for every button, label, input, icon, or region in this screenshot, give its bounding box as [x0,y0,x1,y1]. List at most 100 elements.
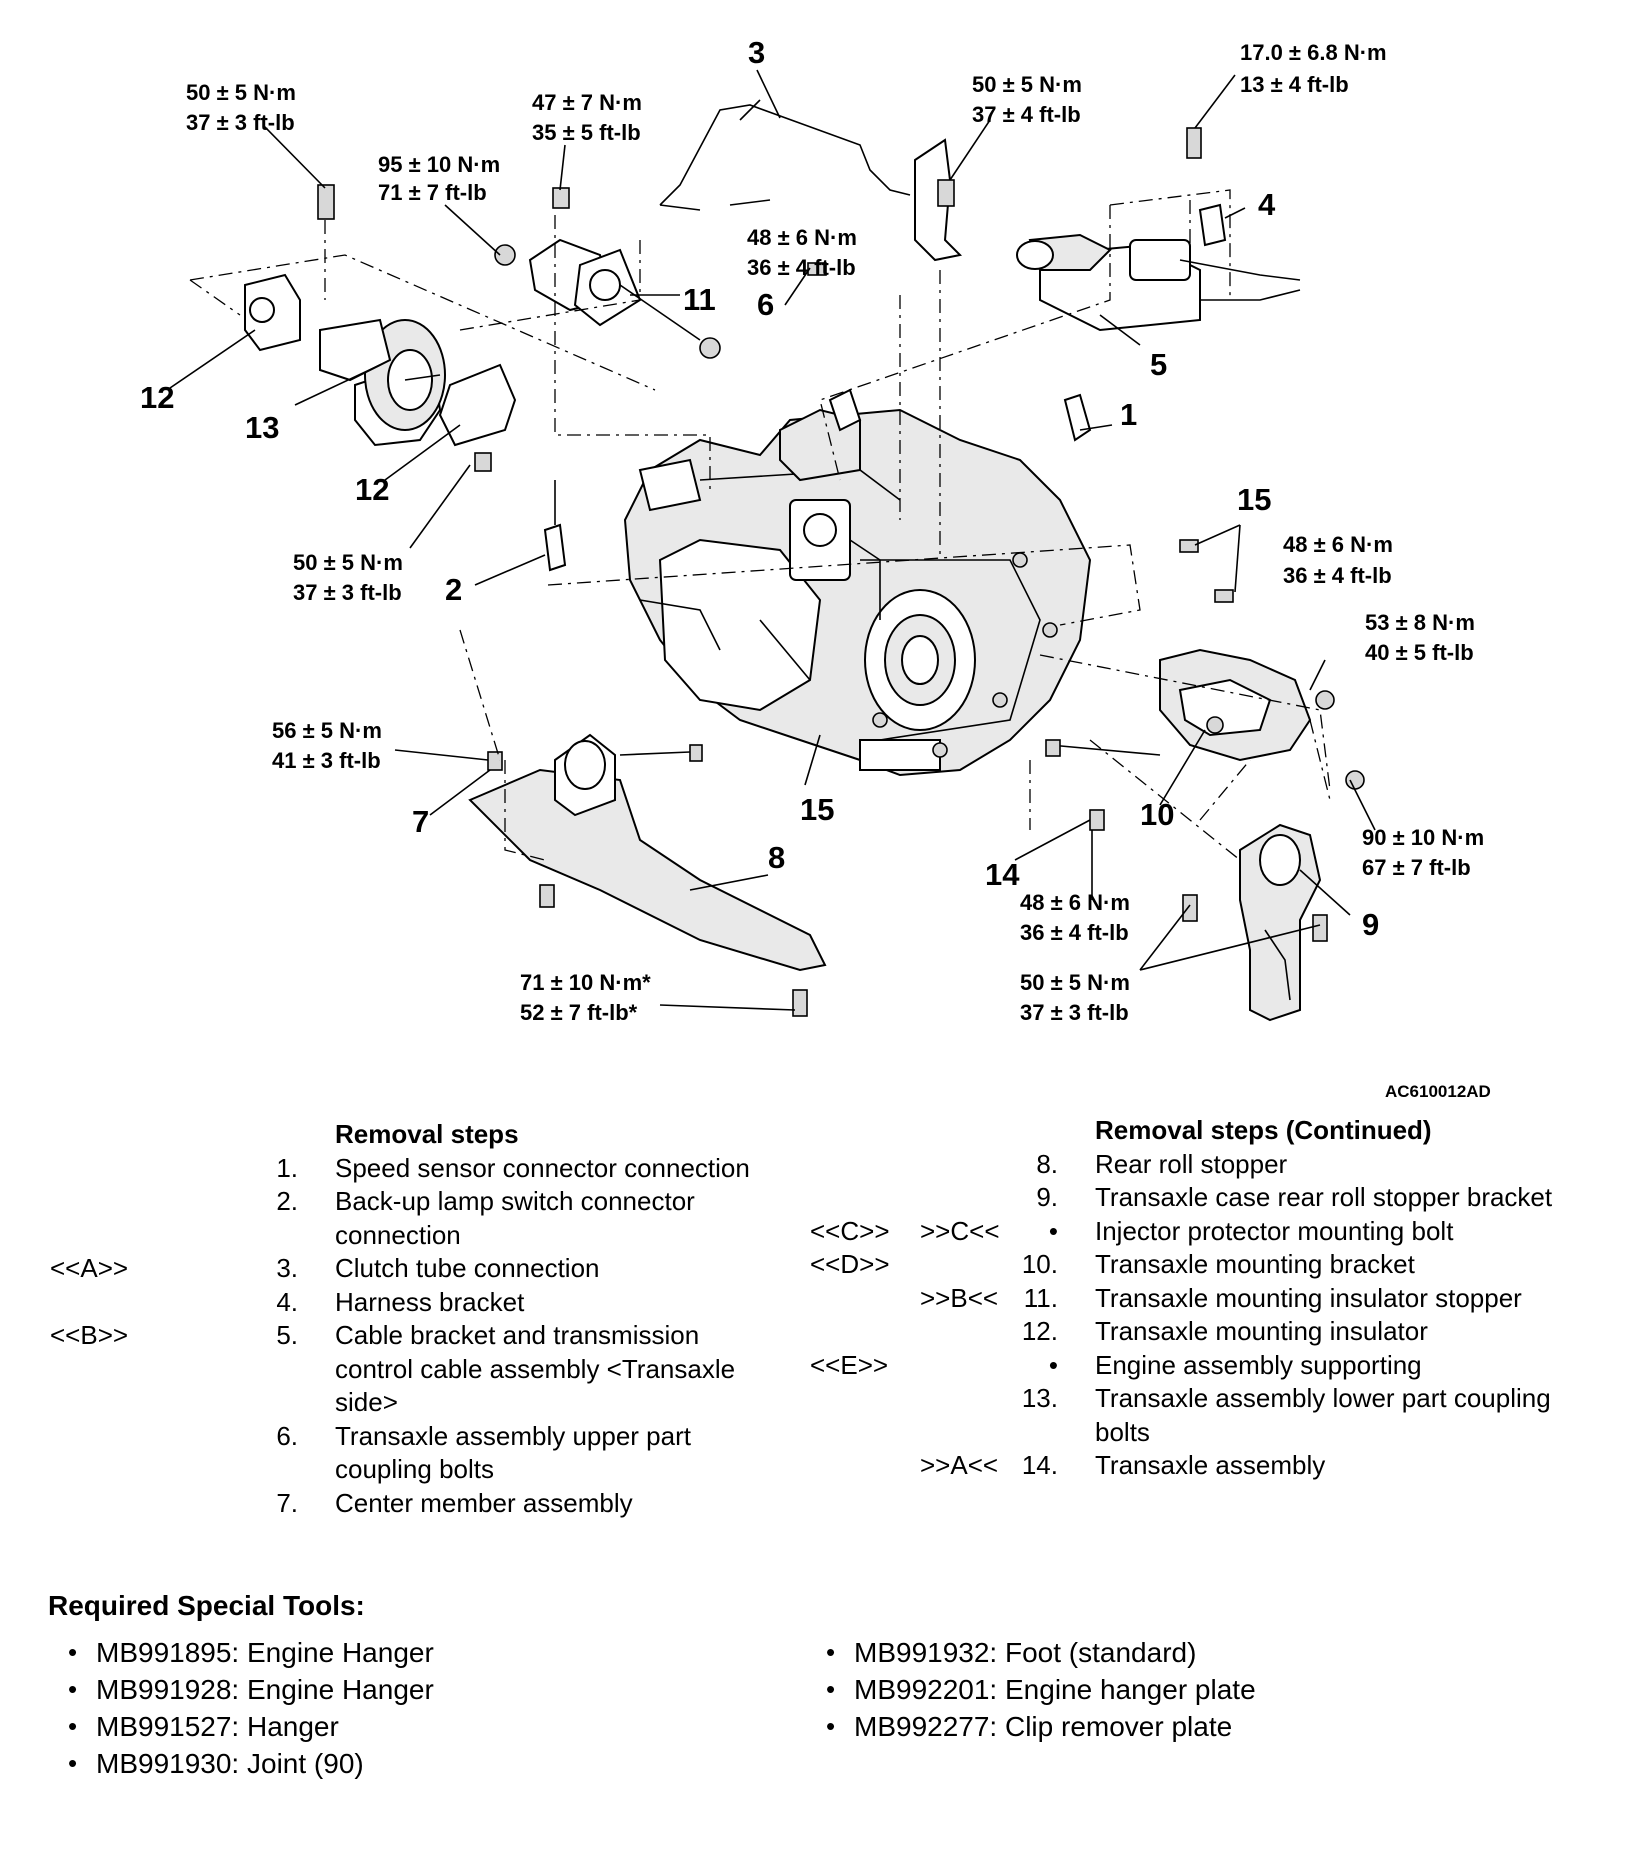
step-install-mark: >>A<< [920,1450,999,1480]
callout-11: 11 [683,282,716,317]
special-tool-item: MB992201: Engine hanger plate [822,1671,1256,1708]
speed-sensor-connector [1063,393,1092,442]
rear-roll-stopper-bracket [1182,823,1328,1022]
callout-3: 3 [748,35,765,70]
callout-15b: 15 [800,792,834,827]
step-text: Clutch tube connection [335,1253,600,1283]
torque-label: 48 ± 6 N·m [1283,532,1393,557]
torque-label: 41 ± 3 ft-lb [272,748,381,773]
torque-label: 35 ± 5 ft-lb [532,120,641,145]
torque-label: 95 ± 10 N·m [378,152,500,177]
bolt-6 [807,262,827,276]
harness-bracket-top [914,138,963,262]
removal-step: <<A>>3.Clutch tube connection [0,1252,780,1286]
callout-15a: 15 [1237,482,1271,517]
callout-1: 1 [1120,397,1137,432]
mounting-insulator [244,184,517,472]
removal-step: 9.Transaxle case rear roll stopper brack… [790,1181,1610,1215]
step-number: 4. [276,1286,298,1317]
special-tools-list-right: MB991932: Foot (standard)MB992201: Engin… [822,1634,1256,1745]
torque-label: 13 ± 4 ft-lb [1240,72,1349,97]
step-number: 12. [1021,1316,1058,1346]
torque-label: 52 ± 7 ft-lb* [520,1000,638,1025]
step-number: • [1048,1215,1058,1246]
removal-step: >>A<< 14. Transaxle assembly [790,1449,1610,1483]
callout-8: 8 [768,840,785,875]
removal-step: 12.Transaxle mounting insulator [790,1315,1610,1349]
step-text: Rear roll stopper [1095,1148,1288,1179]
step-number: 11. [1023,1282,1058,1313]
step-text: Cable bracket and transmission control c… [335,1320,736,1417]
special-tool-item: MB991930: Joint (90) [64,1745,434,1782]
removal-step: 13.Transaxle assembly lower part couplin… [790,1382,1610,1449]
torque-label: 71 ± 7 ft-lb [378,180,487,205]
torque-label: 37 ± 3 ft-lb [293,580,402,605]
step-number: 10. [1021,1249,1058,1279]
special-tool-item: MB991895: Engine Hanger [64,1634,434,1671]
torque-label: 40 ± 5 ft-lb [1365,640,1474,665]
figure-id: AC610012AD [1385,1082,1491,1101]
removal-steps-title: Removal steps [335,1119,519,1149]
cable-bracket-assembly [1016,127,1301,332]
step-text: Transaxle mounting bracket [1095,1249,1415,1279]
step-text: Transaxle case rear roll stopper bracket [1095,1182,1553,1212]
special-tools-title: Required Special Tools: [48,1590,365,1621]
special-tool-item: MB992277: Clip remover plate [822,1708,1256,1745]
step-number: 1. [276,1152,298,1183]
step-text: Transaxle assembly lower part coupling b… [1095,1383,1551,1447]
special-tool-item: MB991928: Engine Hanger [64,1671,434,1708]
step-number: 6. [276,1420,298,1451]
callout-4: 4 [1258,187,1276,222]
step-text: Transaxle mounting insulator stopper [1095,1282,1522,1313]
torque-label: 37 ± 4 ft-lb [972,102,1081,127]
torque-label: 50 ± 5 N·m [186,80,296,105]
removal-step: 8.Rear roll stopper [790,1148,1610,1182]
step-install-mark: >>C<< [920,1215,1000,1246]
torque-specs: 50 ± 5 N·m 37 ± 3 ft-lb 47 ± 7 N·m 35 ± … [186,40,1484,1025]
special-tools-list-left: MB991895: Engine HangerMB991928: Engine … [64,1634,434,1782]
step-text: Center member assembly [335,1487,633,1518]
removal-step: 1.Speed sensor connector connection [0,1152,780,1186]
removal-step: <<C>> >>C<< • Injector protector mounting b… [790,1215,1610,1249]
torque-label: 36 ± 4 ft-lb [747,255,856,280]
alignment-lines [189,189,1331,861]
step-removal-mark: <<C>> [810,1215,890,1246]
step-install-mark: >>B<< [920,1282,999,1313]
removal-step: 2.Back-up lamp switch connector connecti… [0,1185,780,1252]
step-removal-mark: <<E>> [810,1349,889,1380]
torque-label: 50 ± 5 N·m [972,72,1082,97]
torque-label: 36 ± 4 ft-lb [1283,563,1392,588]
torque-label: 71 ± 10 N·m* [520,970,651,995]
center-member-assembly [468,733,827,1017]
clutch-tube [659,99,911,211]
removal-step: <<D>> 10. Transaxle mounting bracket [790,1248,1610,1282]
callout-2: 2 [445,572,462,607]
callout-6: 6 [757,287,774,322]
removal-step: 6.Transaxle assembly upper part coupling… [0,1420,780,1487]
torque-label: 90 ± 10 N·m [1362,825,1484,850]
transaxle-case [623,388,1092,777]
bolt-15b [1214,589,1234,603]
torque-label: 50 ± 5 N·m [293,550,403,575]
removal-steps-title-continued: Removal steps (Continued) [1095,1115,1432,1145]
step-number: 14. [1021,1450,1058,1480]
step-removal-mark: <<D>> [810,1249,890,1279]
torque-label: 17.0 ± 6.8 N·m [1240,40,1387,65]
exploded-view-diagram: 1 2 3 4 5 6 7 8 9 10 11 12 12 13 14 15 1… [140,35,1491,1101]
callout-5: 5 [1150,347,1167,382]
removal-step: <<B>>5.Cable bracket and transmission co… [0,1319,780,1420]
step-text: Transaxle assembly [1095,1450,1326,1480]
step-text: Injector protector mounting bolt [1095,1215,1454,1246]
torque-label: 48 ± 6 N·m [1020,890,1130,915]
torque-label: 37 ± 3 ft-lb [1020,1000,1129,1025]
special-tools: Required Special Tools: MB991895: Engine… [0,1590,1632,1850]
removal-steps: Removal steps 1.Speed sensor connector c… [0,1115,1632,1578]
leader-lines [169,69,1376,1011]
step-number: 7. [276,1487,298,1518]
torque-label: 67 ± 7 ft-lb [1362,855,1471,880]
callout-12b: 12 [355,472,389,507]
step-text: Harness bracket [335,1286,525,1317]
callout-13: 13 [245,410,279,445]
bolt-15a [1179,539,1199,553]
step-text: Engine assembly supporting [1095,1349,1422,1380]
